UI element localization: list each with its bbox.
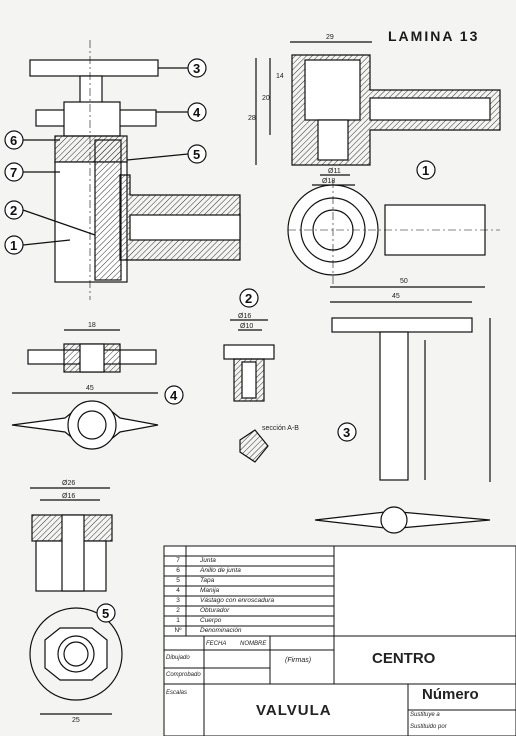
number-label: Número (422, 686, 479, 703)
parts-num: 1 (176, 617, 180, 624)
dim-dia-18: Ø18 (322, 178, 335, 185)
drawn-label: Dibujado (166, 655, 190, 661)
parts-num: 5 (176, 577, 180, 584)
parts-num: 6 (176, 567, 180, 574)
assembly-callouts (4, 58, 207, 255)
dim-20: 20 (262, 95, 270, 102)
parts-name: Anillo de junta (200, 567, 241, 574)
part-label-1: 1 (422, 163, 429, 178)
dim-29: 29 (326, 34, 334, 41)
parts-name: Obturador (200, 607, 230, 614)
part-5-view (29, 487, 123, 715)
dim-45-top: 45 (392, 293, 400, 300)
parts-num: 2 (176, 607, 180, 614)
callout-5: 5 (193, 147, 200, 162)
callout-2: 2 (10, 203, 17, 218)
parts-name: Manija (200, 587, 220, 594)
parts-header-name: Denominación (200, 627, 242, 634)
checked-label: Comprobado (166, 672, 201, 678)
part-2-view (223, 288, 275, 463)
dim-50-plan: 50 (400, 278, 408, 285)
part-1-section (255, 41, 501, 186)
callout-4: 4 (193, 105, 201, 120)
part-3-view (314, 301, 491, 534)
signatures-label: (Firmas) (285, 657, 312, 664)
dim-14: 14 (276, 73, 284, 80)
part-label-3: 3 (343, 425, 350, 440)
dim-28: 28 (248, 115, 256, 122)
parts-name: Cuerpo (200, 617, 222, 624)
assembly-view (29, 40, 241, 300)
replaces-label: Sustituye a (410, 712, 440, 718)
parts-num: 4 (176, 587, 180, 594)
date-value: FECHA (206, 641, 227, 647)
part-label-5: 5 (102, 606, 109, 621)
parts-name: Vástago con enroscadura (200, 597, 275, 604)
dim-18: 18 (88, 322, 96, 329)
callout-3: 3 (193, 61, 200, 76)
parts-name: Junta (200, 557, 216, 564)
dim-dia-16: Ø16 (238, 313, 251, 320)
dim-dia-16b: Ø16 (62, 493, 75, 500)
dim-45-part4: 45 (86, 385, 94, 392)
dim-dia-10: Ø10 (240, 323, 253, 330)
sheet-title: LAMINA 13 (388, 28, 480, 44)
name-value: NOMBRE (240, 641, 267, 647)
part-label-2: 2 (245, 291, 252, 306)
callout-7: 7 (10, 165, 17, 180)
part-label-4: 4 (170, 388, 178, 403)
parts-num: 7 (176, 557, 180, 564)
dim-dia-26: Ø26 (62, 480, 75, 487)
replaced-by-label: Sustituido por (410, 724, 447, 730)
part-4-view (11, 329, 184, 450)
dim-25: 25 (72, 717, 80, 724)
center-name: CENTRO (372, 650, 436, 667)
scale-label: Escalas (166, 690, 188, 696)
section-label: sección A-B (262, 425, 299, 432)
part-1-plan (287, 180, 500, 288)
parts-header-num: Nº (174, 627, 182, 634)
dim-dia-11: Ø11 (328, 168, 341, 175)
callout-6: 6 (10, 133, 17, 148)
drawing-name: VALVULA (256, 702, 332, 719)
title-block-frame (163, 545, 516, 736)
parts-name: Tapa (200, 577, 215, 584)
callout-1: 1 (10, 238, 17, 253)
parts-num: 3 (176, 597, 180, 604)
